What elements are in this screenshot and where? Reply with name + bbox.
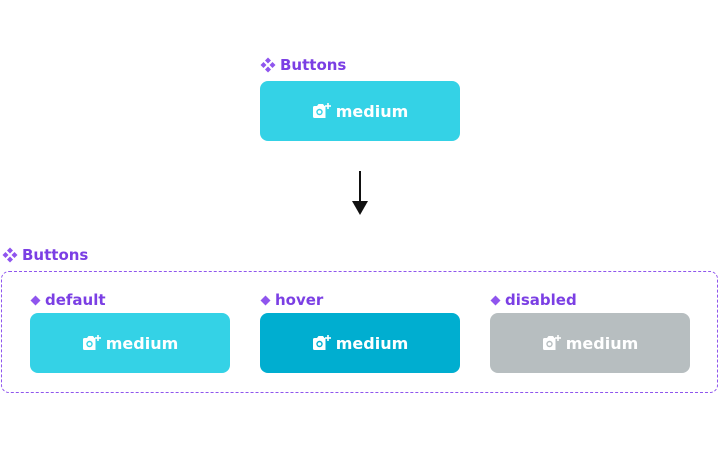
hover-button[interactable]: medium bbox=[260, 313, 460, 373]
variant-label-default: default bbox=[30, 291, 106, 309]
button-label: medium bbox=[335, 333, 409, 353]
component-name: Buttons bbox=[280, 56, 347, 74]
variant-diamond-icon bbox=[260, 295, 271, 306]
component-label: Buttons bbox=[260, 56, 346, 74]
arrow-down-icon bbox=[350, 170, 370, 222]
button-label: medium bbox=[565, 333, 639, 353]
variant-set-frame bbox=[1, 271, 718, 393]
variant-diamond-icon bbox=[490, 295, 501, 306]
variant-name: disabled bbox=[505, 291, 577, 309]
camera-plus-icon bbox=[542, 334, 562, 352]
variant-label-disabled: disabled bbox=[490, 291, 577, 309]
variant-set-name: Buttons bbox=[22, 246, 89, 264]
default-button[interactable]: medium bbox=[30, 313, 230, 373]
main-button-label: medium bbox=[335, 101, 409, 121]
camera-plus-icon bbox=[312, 102, 332, 120]
variant-diamond-icon bbox=[30, 295, 41, 306]
variant-label-hover: hover bbox=[260, 291, 323, 309]
disabled-button: medium bbox=[490, 313, 690, 373]
variant-set-label: Buttons bbox=[2, 246, 88, 264]
button-label: medium bbox=[105, 333, 179, 353]
camera-plus-icon bbox=[82, 334, 102, 352]
camera-plus-icon bbox=[312, 334, 332, 352]
main-button[interactable]: medium bbox=[260, 81, 460, 141]
variant-name: hover bbox=[275, 291, 324, 309]
variant-name: default bbox=[45, 291, 106, 309]
component-diamond-icon bbox=[2, 247, 18, 263]
component-diamond-icon bbox=[260, 57, 276, 73]
